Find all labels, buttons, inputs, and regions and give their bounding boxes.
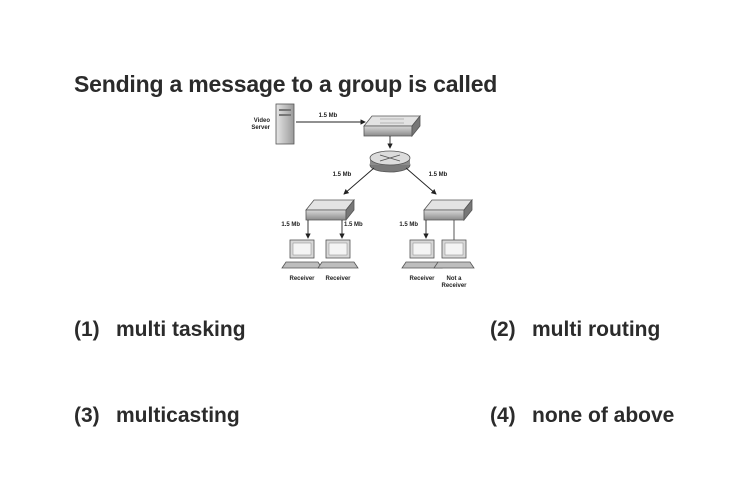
receiver-label-1: Receiver xyxy=(289,276,315,282)
video-server-icon xyxy=(275,103,295,145)
option-3-number: (3) xyxy=(74,404,100,427)
not-receiver-label-1: Not a xyxy=(447,276,463,282)
option-4[interactable]: (4) none of above xyxy=(490,404,674,428)
video-server-label-1: Video xyxy=(254,118,271,124)
link-router-right-switch xyxy=(405,167,437,195)
not-receiver-label-2: Receiver xyxy=(441,283,467,289)
pc-icon-4 xyxy=(433,239,475,269)
multicast-network-diagram: Video Server 1.5 Mb 1.5 Mb 1.5 Mb xyxy=(240,100,490,295)
receiver-label-2: Receiver xyxy=(325,276,351,282)
option-3[interactable]: (3) multicasting xyxy=(74,404,240,428)
option-1-number: (1) xyxy=(74,318,100,341)
option-2[interactable]: (2) multi routing xyxy=(490,318,660,342)
link-ll-label: 1.5 Mb xyxy=(281,222,300,228)
video-server-label-2: Server xyxy=(251,125,270,131)
link-rl-label: 1.5 Mb xyxy=(399,222,418,228)
link-router-left-switch xyxy=(343,167,375,195)
pc-icon-1 xyxy=(281,239,323,269)
option-4-text: none of above xyxy=(532,404,675,427)
option-1-text: multi tasking xyxy=(116,318,246,341)
pc-icon-3 xyxy=(401,239,443,269)
link-right-label: 1.5 Mb xyxy=(429,172,448,178)
top-switch-icon xyxy=(363,114,421,138)
left-switch-icon xyxy=(305,198,355,222)
receiver-label-3: Receiver xyxy=(409,276,435,282)
network-diagram-svg: Video Server 1.5 Mb 1.5 Mb 1.5 Mb xyxy=(251,103,475,289)
router-icon xyxy=(369,150,411,173)
link-left-label: 1.5 Mb xyxy=(333,172,352,178)
option-4-number: (4) xyxy=(490,404,516,427)
option-1[interactable]: (1) multi tasking xyxy=(74,318,246,342)
link-lr-label: 1.5 Mb xyxy=(344,222,363,228)
option-2-text: multi routing xyxy=(532,318,661,341)
pc-icon-2 xyxy=(317,239,359,269)
question-text: Sending a message to a group is called xyxy=(74,71,498,97)
option-2-number: (2) xyxy=(490,318,516,341)
right-switch-icon xyxy=(423,198,473,222)
option-3-text: multicasting xyxy=(116,404,240,427)
link-top-label: 1.5 Mb xyxy=(319,113,338,119)
